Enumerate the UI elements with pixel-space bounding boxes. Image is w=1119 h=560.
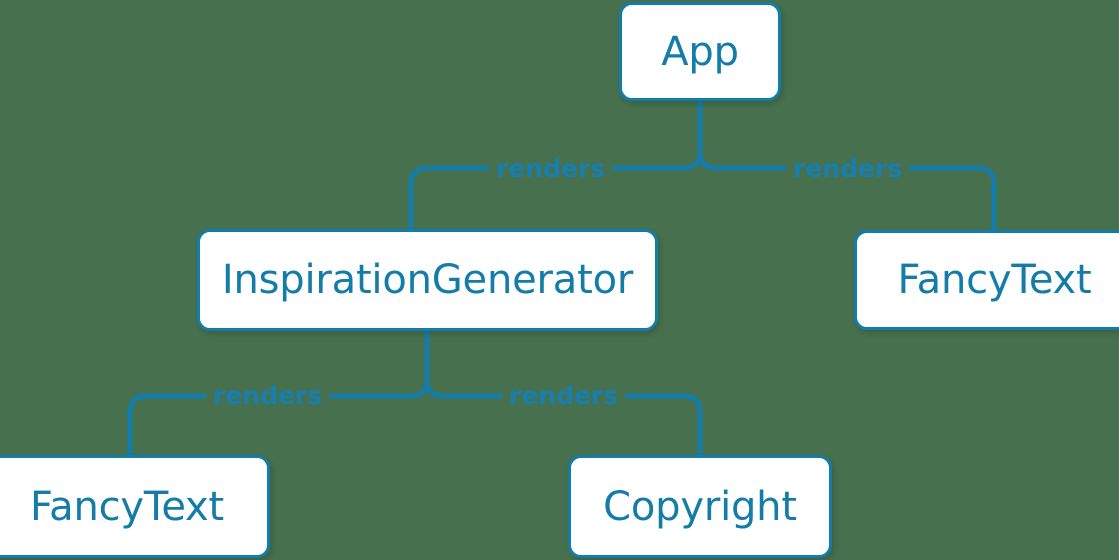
node-app-label: App — [661, 28, 739, 75]
node-inspiration-generator[interactable]: InspirationGenerator — [197, 229, 658, 331]
node-fancytext-left[interactable]: FancyText — [0, 455, 270, 558]
edge-path-ig-copyright — [443, 393, 703, 455]
node-app[interactable]: App — [619, 2, 781, 101]
edge-path-ig-stub — [410, 331, 430, 399]
edge-path-app-fancytext — [716, 165, 997, 230]
edge-path-app-stub-right — [697, 151, 717, 171]
node-fancytext-right-label: FancyText — [897, 257, 1092, 303]
edge-path-ig-fancytext — [127, 393, 411, 455]
node-inspiration-generator-label: InspirationGenerator — [221, 257, 634, 303]
edge-label-app-to-fancytext: renders — [786, 156, 910, 181]
edge-label-inspiration-generator-to-fancytext: renders — [206, 383, 330, 408]
edge-label-inspiration-generator-to-copyright: renders — [502, 383, 626, 408]
edge-path-app-stub — [683, 100, 703, 171]
node-fancytext-left-label: FancyText — [30, 483, 224, 530]
node-copyright-label: Copyright — [603, 483, 797, 530]
edge-label-app-to-inspiration-generator: renders — [489, 156, 613, 181]
edge-path-ig-stub-right — [424, 379, 444, 399]
node-copyright[interactable]: Copyright — [568, 455, 832, 558]
edge-path-app-inspiration — [408, 165, 684, 229]
node-fancytext-right[interactable]: FancyText — [854, 230, 1119, 330]
